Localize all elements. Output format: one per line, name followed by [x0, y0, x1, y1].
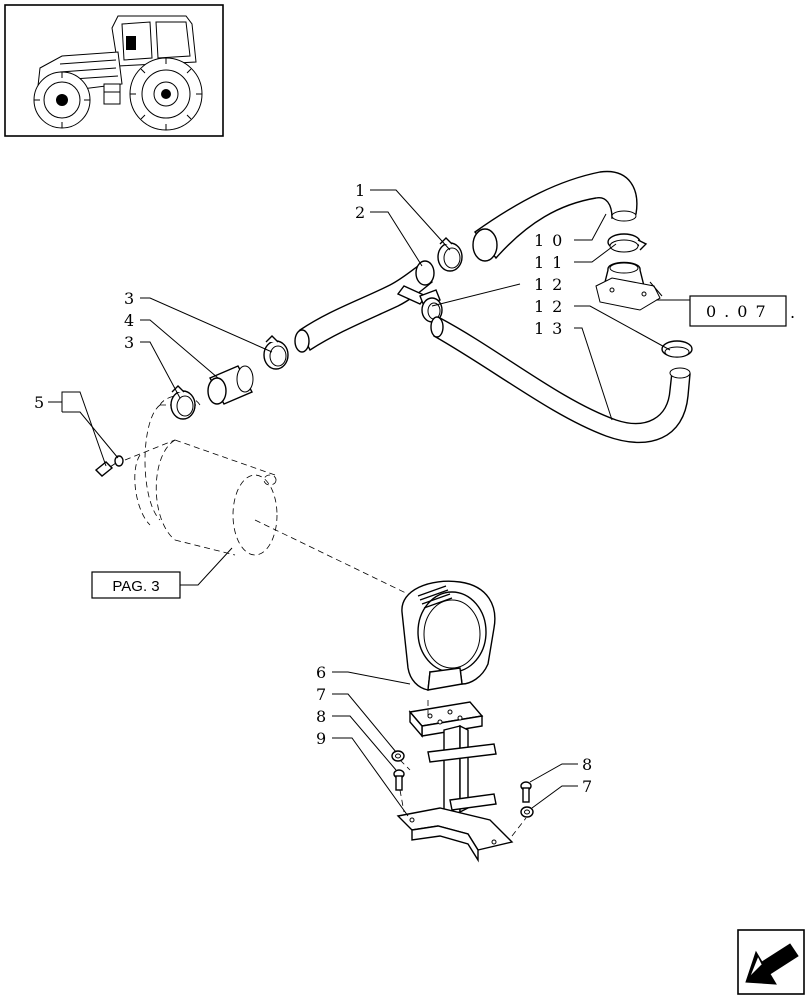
bolt-right: [520, 781, 532, 803]
callout-3-lower: 3: [124, 333, 134, 352]
page-reference-label: PAG. 3: [112, 578, 159, 595]
callout-1: 1: [355, 181, 365, 200]
next-page-arrow-icon[interactable]: [737, 929, 805, 995]
callout-8-right: 8: [582, 755, 592, 774]
leader-lines: [48, 189, 690, 817]
hose-clamp-branch: [421, 297, 443, 323]
main-curved-hose: [472, 170, 638, 262]
page-reference[interactable]: PAG. 3: [91, 571, 181, 599]
callout-labels: 1 2 3 4 3 5 10 11 12 12 13 6 7 8 9 8 7: [34, 181, 592, 796]
phantom-housing: [124, 395, 411, 596]
callout-7-left: 7: [316, 685, 326, 704]
callout-10: 10: [534, 231, 570, 250]
rubber-sleeve: [207, 365, 254, 405]
callout-8-left: 8: [316, 707, 326, 726]
section-reference-suffix: .: [790, 303, 795, 322]
callout-4: 4: [124, 311, 134, 330]
washer-left: [391, 750, 405, 762]
callout-6: 6: [316, 663, 326, 682]
section-reference[interactable]: 0.07 .: [689, 295, 795, 327]
hose-clamp-top: [437, 237, 463, 272]
hose-clamp-right: [607, 233, 648, 253]
hose-clamp-lower: [170, 385, 196, 420]
callout-11: 11: [534, 253, 570, 272]
callout-2: 2: [355, 203, 365, 222]
band-clamp: [401, 580, 496, 691]
tractor-thumbnail-icon[interactable]: [4, 4, 224, 137]
callout-5: 5: [34, 393, 44, 412]
callout-7-right: 7: [582, 777, 592, 796]
hose-clamp-upper: [263, 335, 289, 370]
washer-right: [520, 806, 534, 818]
hose-clamp-end: [661, 340, 693, 358]
callout-3-upper: 3: [124, 289, 134, 308]
callout-12-lower: 12: [534, 297, 570, 316]
breather-hose: [430, 316, 691, 444]
callout-12-upper: 12: [534, 275, 570, 294]
connector-fitting: [94, 455, 124, 477]
callout-13: 13: [534, 319, 570, 338]
callout-9: 9: [316, 729, 326, 748]
intake-pipe: [294, 260, 441, 353]
section-reference-label: 0.07: [706, 302, 774, 321]
boot-fitting: [595, 261, 661, 311]
support-bracket: [396, 701, 514, 863]
bolt-left: [393, 769, 405, 791]
